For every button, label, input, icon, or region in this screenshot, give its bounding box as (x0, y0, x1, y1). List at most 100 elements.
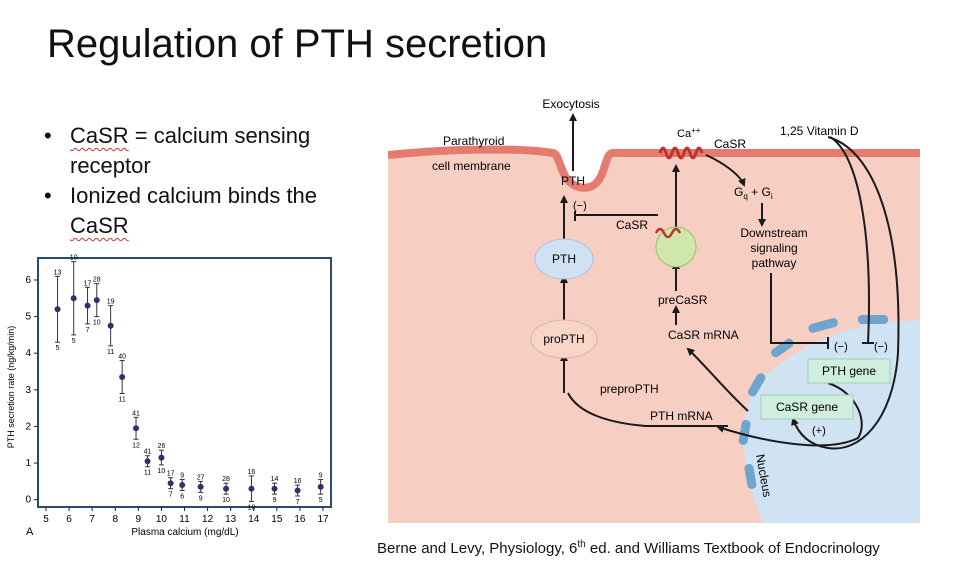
x-tick-label: 11 (179, 514, 190, 525)
x-tick-label: 5 (43, 514, 49, 525)
pth-vesicle-label: PTH (561, 174, 585, 188)
n-label-bottom: 7 (86, 327, 90, 334)
casr-mrna-label: CaSR mRNA (668, 328, 739, 342)
membrane-label-2: cell membrane (432, 159, 511, 173)
propth-oval (530, 319, 598, 359)
cell-membrane (388, 145, 920, 192)
n-label-bottom: 5 (56, 345, 60, 352)
n-label-bottom: 10 (93, 320, 101, 327)
data-point (223, 485, 230, 492)
n-label-bottom: 11 (107, 349, 114, 356)
data-point (158, 454, 165, 461)
n-label-bottom: 11 (144, 470, 151, 477)
y-tick-label: 2 (25, 421, 31, 432)
data-point (119, 374, 126, 381)
downstream-label-2: signaling (750, 241, 797, 255)
data-point (248, 485, 255, 492)
n-label-top: 27 (197, 474, 205, 481)
x-tick-label: 13 (225, 514, 237, 525)
n-label-top: 16 (294, 478, 302, 485)
pth-gene-label: PTH gene (822, 364, 876, 378)
vitd-to-casrgene-arrow (791, 136, 900, 450)
n-label-bottom: 5 (72, 338, 76, 345)
bullet-dot-icon: • (44, 123, 52, 148)
x-tick-label: 6 (66, 514, 72, 525)
n-label-top: 9 (319, 473, 323, 480)
n-label-top: 41 (132, 410, 140, 417)
casr-cell-sphere (655, 226, 697, 268)
downstream-to-gene-inhibit (770, 273, 829, 349)
data-point (294, 487, 301, 494)
data-point (93, 297, 100, 304)
y-tick-label: 1 (25, 458, 31, 469)
x-tick-label: 12 (202, 514, 214, 525)
n-label-bottom: 11 (119, 396, 126, 403)
vitd-to-gene-inhibit (829, 136, 874, 344)
x-tick-label: 14 (248, 514, 260, 525)
data-point (271, 485, 278, 492)
ca-label: Ca++ (677, 126, 701, 140)
data-point (167, 480, 174, 487)
data-point (179, 482, 186, 489)
n-label-top: 28 (222, 476, 230, 483)
chart-frame (37, 257, 332, 508)
n-label-bottom: 6 (180, 494, 184, 501)
x-tick-label: 7 (89, 514, 95, 525)
n-label-bottom: 10 (222, 497, 230, 504)
n-label-top: 17 (84, 280, 92, 287)
nuclear-pores (738, 315, 888, 489)
plus-label: (+) (812, 425, 826, 437)
n-label-top: 13 (54, 269, 62, 276)
x-tick-label: 8 (112, 514, 118, 525)
data-point (84, 302, 91, 309)
n-label-top: 28 (93, 277, 101, 284)
casr-membrane-receptor-icon (658, 146, 704, 160)
bullet-item-2: • Ionized calcium binds the CaSR (44, 183, 318, 238)
n-label-bottom: 12 (132, 442, 140, 449)
y-tick-label: 3 (25, 385, 31, 396)
panel-label: A (26, 526, 34, 538)
n-label-top: 10 (70, 255, 78, 262)
x-tick-label: 9 (136, 514, 142, 525)
data-point (197, 483, 204, 490)
bullet-dot-icon: • (44, 183, 52, 208)
casr-gene-box (760, 394, 854, 420)
propth-label: proPTH (543, 332, 584, 346)
data-point (70, 295, 77, 302)
x-tick-label: 16 (294, 514, 306, 525)
n-label-top: 26 (158, 443, 166, 450)
casr-cell-receptor-icon (654, 227, 682, 239)
n-label-top: 19 (107, 299, 115, 306)
pth-gene-box (807, 358, 891, 384)
x-axis-label: Plasma calcium (mg/dL) (131, 527, 238, 538)
y-tick-label: 0 (25, 495, 31, 506)
y-tick-label: 5 (25, 312, 31, 323)
casr-membrane-label: CaSR (714, 137, 746, 151)
exocytosis-label: Exocytosis (542, 97, 599, 111)
y-tick-label: 6 (25, 275, 31, 286)
n-label-top: 17 (167, 471, 175, 478)
inhibit-label-3: (−) (874, 341, 888, 353)
n-label-top: 14 (271, 476, 279, 483)
x-tick-label: 15 (271, 514, 283, 525)
casr-gene-label: CaSR gene (776, 400, 838, 414)
inhibit-line-1 (574, 211, 658, 221)
inhibit-label-2: (−) (834, 341, 848, 353)
membrane-label-1: Parathyroid (443, 134, 504, 148)
casrgene-to-mrna-arrow (686, 347, 749, 412)
n-label-bottom: 10 (158, 468, 166, 475)
prepropth-label: preproPTH (600, 382, 659, 396)
n-label-bottom: 5 (319, 497, 323, 504)
data-point (317, 483, 324, 490)
pth-oval (534, 238, 594, 280)
data-point (54, 306, 61, 313)
inhibit-label-1: (−) (573, 200, 587, 212)
pthmrna-path (567, 392, 728, 427)
pth-label: PTH (552, 252, 576, 266)
casr-term: CaSR (70, 213, 129, 238)
bullet-item-1: • CaSR = calcium sensing receptor (44, 123, 311, 178)
receptor-to-gq-arrow (705, 154, 746, 187)
data-point (133, 425, 140, 432)
precasr-label: preCaSR (658, 293, 708, 307)
